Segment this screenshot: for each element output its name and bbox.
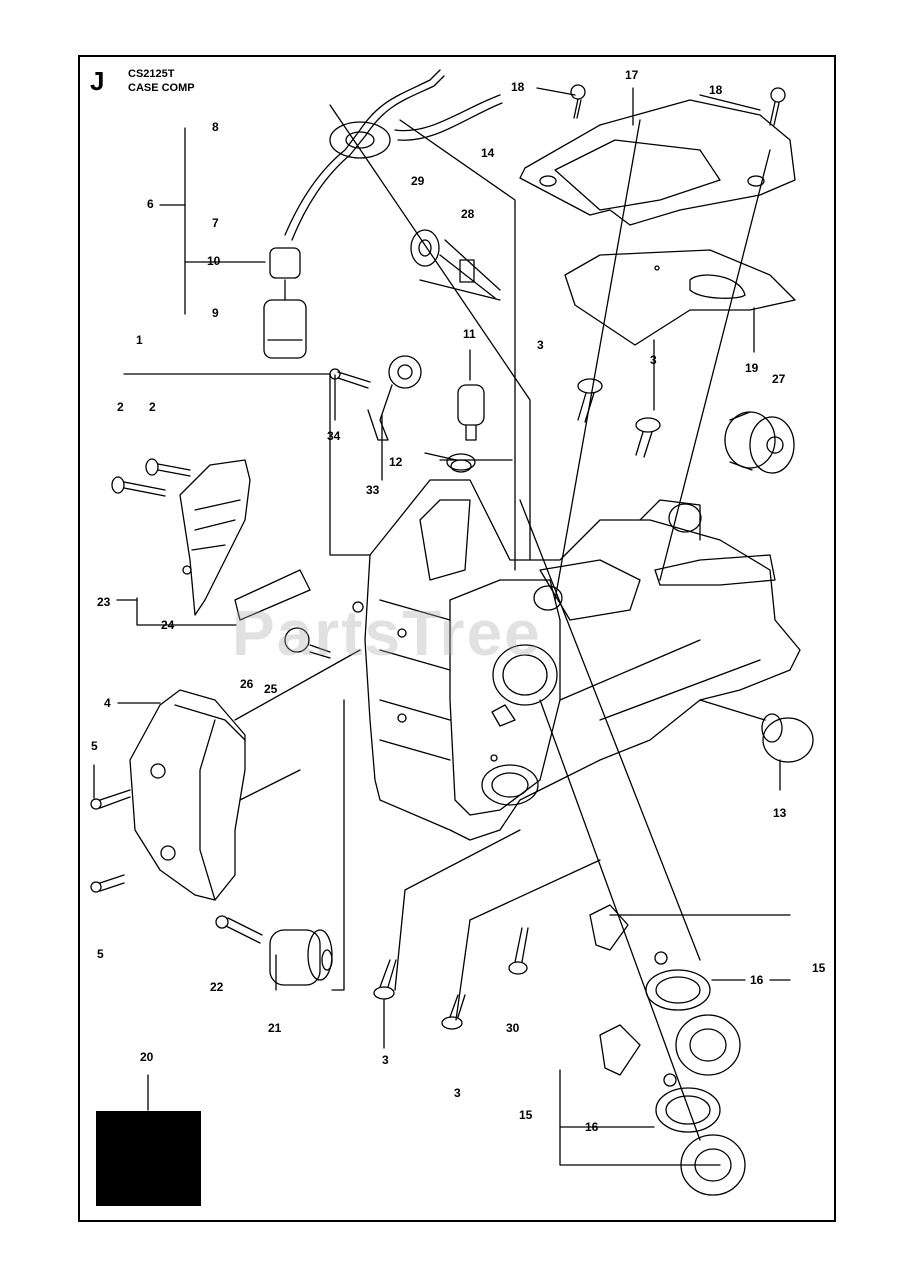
cap-15b [680, 1134, 746, 1196]
callout-29: 29 [411, 174, 425, 188]
plug-11 [457, 384, 485, 441]
nut-26 [284, 627, 331, 659]
screw-3c [373, 959, 397, 1000]
cover-plate [519, 99, 796, 226]
model-label: CS2125T [128, 68, 175, 80]
chain-guard [179, 459, 311, 621]
callout-11: 11 [463, 327, 476, 341]
av-mount [724, 411, 795, 474]
fuel-hose [284, 69, 503, 241]
callout-6: 6 [147, 197, 154, 211]
callout-3a: 3 [537, 338, 544, 352]
screw-18a [570, 84, 586, 119]
fuel-filter [263, 247, 307, 359]
callout-2b: 2 [149, 400, 156, 414]
grommet-12 [446, 453, 476, 473]
callout-12: 12 [389, 455, 403, 469]
baffle-plate [564, 249, 796, 346]
callout-2a: 2 [117, 400, 124, 414]
callout-21: 21 [268, 1021, 282, 1035]
screw-23a [145, 458, 191, 477]
callout-16a: 16 [750, 973, 764, 987]
callout-18a: 18 [511, 80, 525, 94]
callout-10: 10 [207, 254, 221, 268]
callout-30: 30 [506, 1021, 520, 1035]
side-cover [129, 689, 246, 901]
callout-15a: 15 [812, 961, 826, 975]
section-letter: J [90, 66, 105, 96]
callout-24: 24 [161, 618, 175, 632]
screw-3b [635, 417, 661, 458]
callout-5a: 5 [91, 739, 98, 753]
callout-19: 19 [745, 361, 759, 375]
screw-3a [577, 378, 603, 423]
callout-14: 14 [481, 146, 495, 160]
screw-28 [410, 229, 501, 299]
callout-27: 27 [772, 372, 786, 386]
callout-33: 33 [366, 483, 380, 497]
callout-5b: 5 [97, 947, 104, 961]
callout-26: 26 [240, 677, 254, 691]
callout-22: 22 [210, 980, 224, 994]
ring-16b [655, 1087, 721, 1133]
callout-28: 28 [461, 207, 475, 221]
part-20-block [96, 1111, 201, 1206]
callout-18b: 18 [709, 83, 723, 97]
av-13 [699, 699, 814, 763]
crankcase [352, 479, 801, 841]
screw-5b [90, 874, 125, 893]
screw-5a [90, 789, 131, 810]
av-21 [269, 929, 333, 986]
bracket-15b [599, 1024, 641, 1076]
page-title: CASE COMP [128, 82, 195, 94]
screw-18b [769, 87, 786, 126]
callout-7: 7 [212, 216, 219, 230]
callout-16b: 16 [585, 1120, 599, 1134]
callout-3d: 3 [454, 1086, 461, 1100]
callout-3c: 3 [382, 1053, 389, 1067]
callout-9: 9 [212, 306, 219, 320]
callout-23: 23 [97, 595, 111, 609]
bracket-15a [589, 904, 629, 951]
screw-3d [508, 927, 529, 975]
ring-16a [645, 969, 711, 1011]
callout-8: 8 [212, 120, 219, 134]
watermark: PartsTree [232, 597, 542, 669]
diagram-frame [78, 55, 836, 1222]
screw-23b [111, 476, 166, 497]
screw-30 [441, 994, 466, 1030]
callout-15b: 15 [519, 1108, 533, 1122]
screw-22 [215, 915, 263, 944]
callout-17: 17 [625, 68, 639, 82]
clip-33 [329, 355, 422, 441]
callout-13: 13 [773, 806, 787, 820]
cap-15a [675, 1014, 741, 1076]
callout-1: 1 [136, 333, 143, 347]
callout-3b: 3 [650, 353, 657, 367]
callout-4: 4 [104, 696, 111, 710]
callout-20: 20 [140, 1050, 154, 1064]
callout-34: 34 [327, 429, 341, 443]
callout-25: 25 [264, 682, 278, 696]
